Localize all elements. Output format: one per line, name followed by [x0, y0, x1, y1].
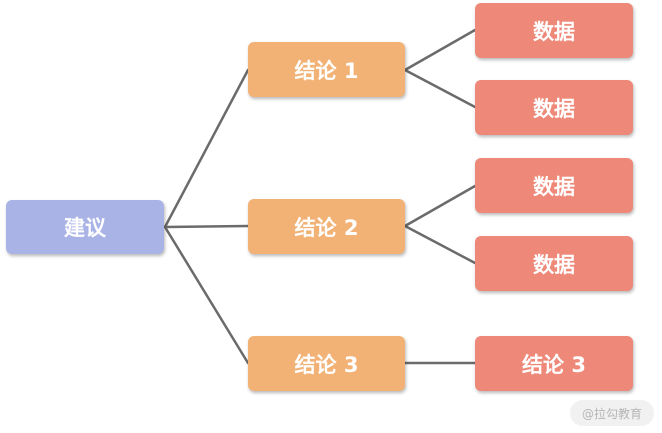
- connector-conclusion-2-leaf-2: [403, 224, 477, 265]
- connector-root-conclusion-1: [163, 68, 250, 229]
- connector-root-conclusion-2: [163, 224, 250, 229]
- leaf-node-3-1: 结论 3: [475, 336, 633, 391]
- connector-root-conclusion-3: [163, 225, 250, 365]
- connector-conclusion-2-leaf-1: [403, 184, 477, 228]
- conclusion-node-label: 结论 2: [294, 215, 359, 240]
- connector-conclusion-1-leaf-2: [403, 68, 477, 109]
- data-node-2-1: 数据: [475, 158, 633, 213]
- data-node-1-2: 数据: [475, 80, 633, 135]
- root-node-suggestion: 建议: [6, 200, 164, 254]
- root-node-label: 建议: [64, 216, 106, 240]
- conclusion-node-3: 结论 3: [248, 336, 405, 391]
- conclusion-node-2: 结论 2: [248, 199, 405, 254]
- watermark-text: @拉勾教育: [581, 406, 642, 421]
- data-node-label: 数据: [533, 252, 575, 277]
- connector-conclusion-1-leaf-1: [403, 28, 477, 72]
- data-node-2-2: 数据: [475, 236, 633, 291]
- watermark-badge: @拉勾教育: [569, 400, 654, 426]
- conclusion-node-label: 结论 1: [294, 58, 359, 83]
- data-node-label: 数据: [533, 174, 575, 199]
- conclusion-node-1: 结论 1: [248, 42, 405, 97]
- leaf-node-label: 结论 3: [522, 352, 586, 377]
- data-node-1-1: 数据: [475, 3, 633, 58]
- conclusion-node-label: 结论 3: [294, 352, 359, 377]
- data-node-label: 数据: [533, 96, 575, 121]
- data-node-label: 数据: [533, 19, 575, 44]
